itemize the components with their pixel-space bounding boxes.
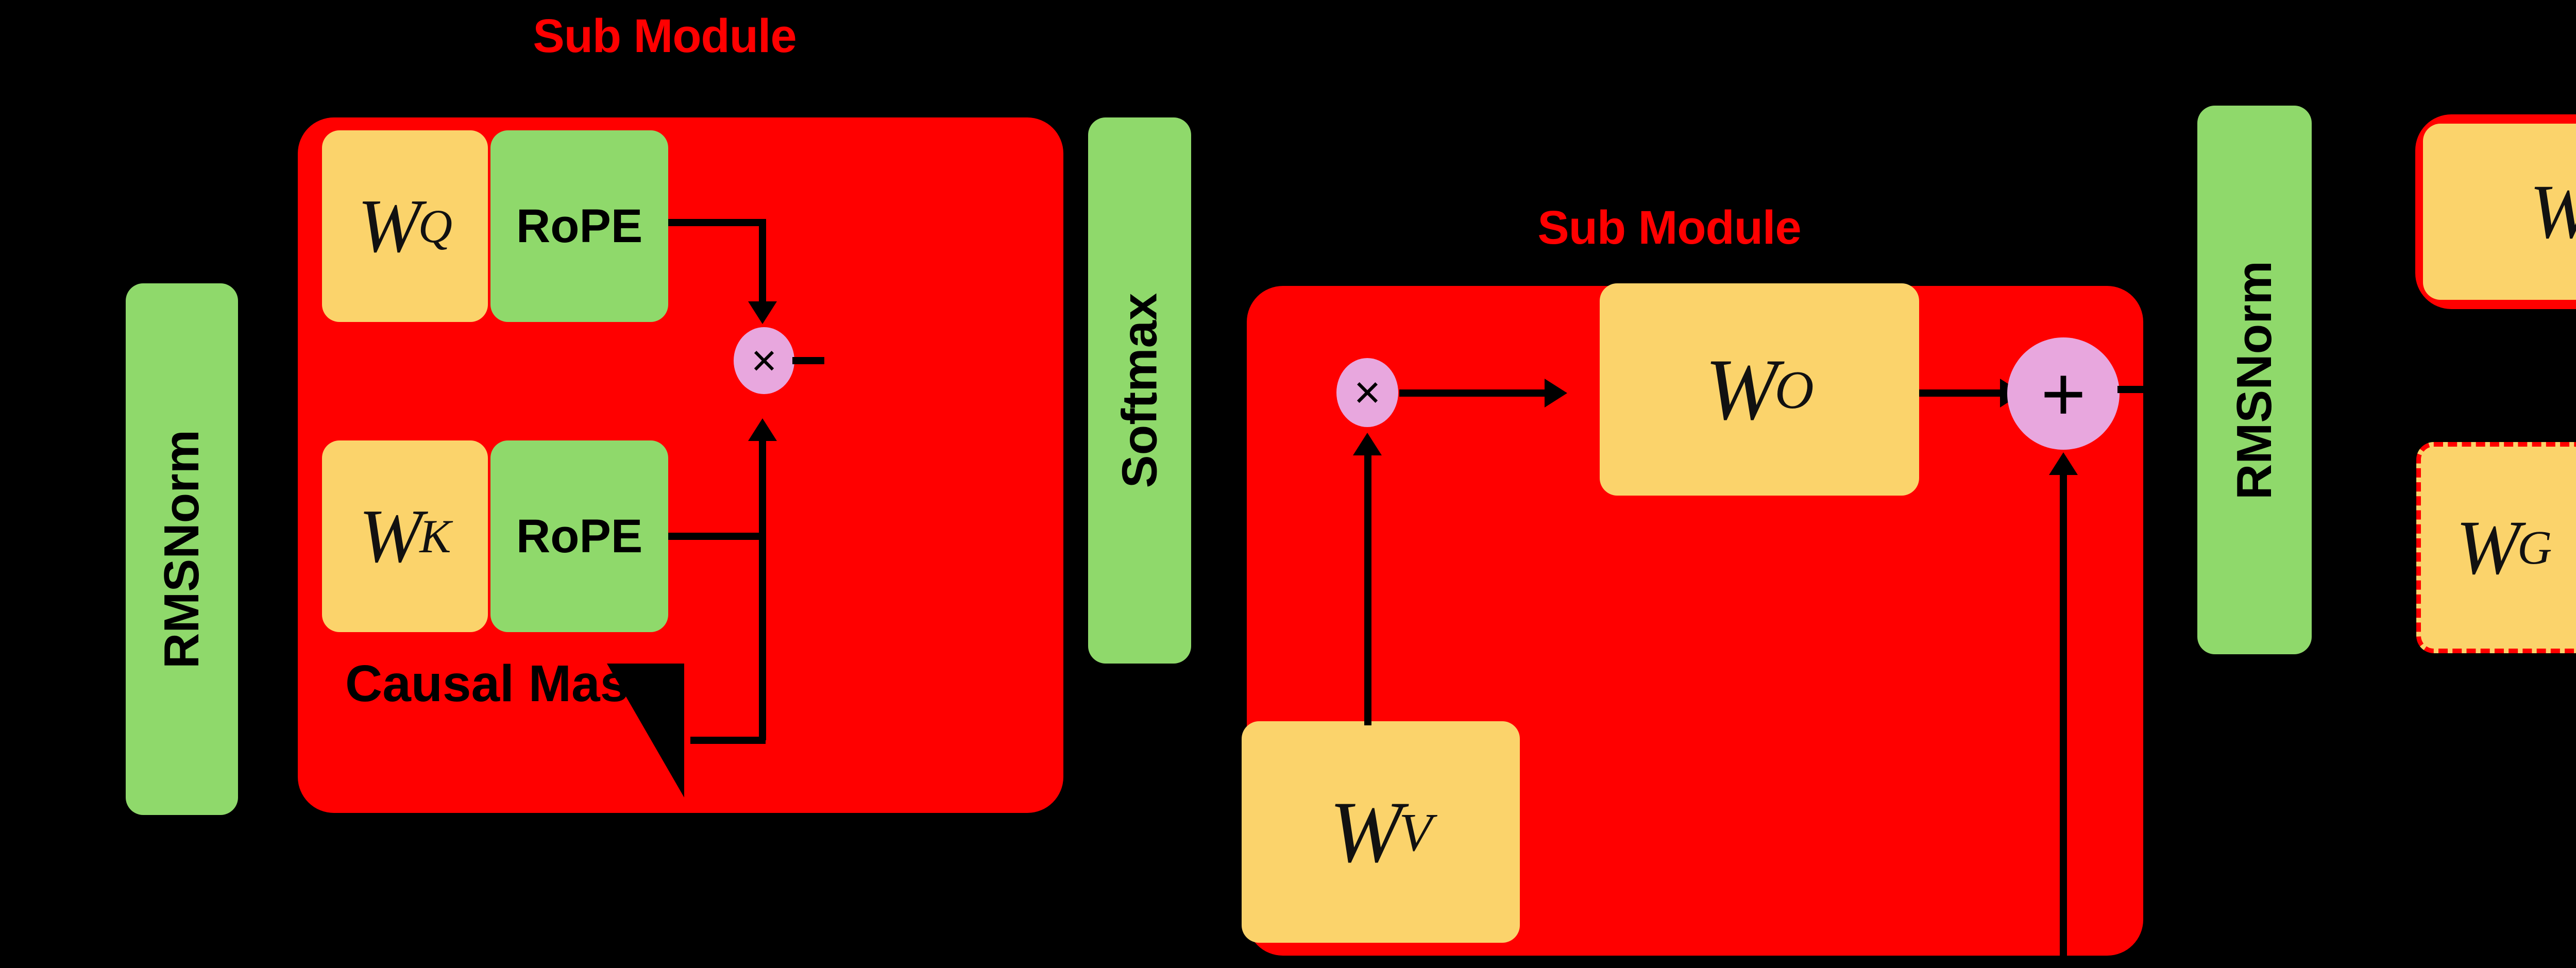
- rope-k-riser-vline: [759, 440, 766, 538]
- matmul-to-softmax-stub: [792, 357, 824, 364]
- residual-to-add-vline: [2060, 474, 2067, 958]
- output-add-node: +: [2007, 337, 2120, 450]
- wo-to-add-hline: [1919, 389, 2012, 397]
- wo-sub: O: [1774, 359, 1814, 420]
- rope-q-to-matmul-arrow: [748, 301, 777, 324]
- matmul-to-wo-arrow: [1545, 379, 1567, 407]
- rope-q-block: RoPE: [490, 130, 668, 322]
- wg-base: W: [2455, 505, 2520, 590]
- attention-matmul-symbol: ×: [751, 336, 777, 385]
- add-out-stub: [2117, 386, 2154, 393]
- wv-base: W: [1329, 783, 1402, 880]
- rope-k-block: RoPE: [490, 440, 668, 632]
- rope-q-label: RoPE: [516, 199, 643, 252]
- arrow-rmsnorm-to-wq-line: [258, 223, 302, 230]
- output-submodule-title: Sub Module: [1537, 201, 1801, 254]
- wv-sub: V: [1399, 802, 1432, 862]
- wk-base: W: [359, 494, 422, 579]
- wu-base: W: [2530, 167, 2576, 256]
- rmsnorm-pre-mlp-block: RMSNorm: [2197, 106, 2312, 654]
- softmax-label: Softmax: [1112, 293, 1167, 488]
- softmax-block: Softmax: [1088, 117, 1191, 664]
- matmul-to-wo-hline: [1399, 389, 1549, 397]
- residual-to-add-arrow: [2049, 452, 2078, 475]
- causal-mask-riser-vline: [759, 533, 766, 740]
- rmsnorm-pre-mlp-label: RMSNorm: [2227, 260, 2282, 500]
- wv-to-matmul-arrow: [1353, 433, 1382, 455]
- wq-sub: Q: [418, 200, 453, 252]
- wo-base: W: [1705, 341, 1778, 438]
- rmsnorm-pre-attention-block: RMSNorm: [126, 283, 238, 815]
- mlp-submodule-title: Sub Module: [2568, 0, 2576, 54]
- wu-block: WU: [2423, 124, 2576, 300]
- rope-k-out-hline: [668, 533, 766, 540]
- wg-sub: G: [2517, 521, 2552, 574]
- rope-q-out-vline: [759, 219, 766, 307]
- rope-k-label: RoPE: [516, 510, 643, 563]
- output-matmul-node: ×: [1336, 358, 1398, 427]
- attention-submodule-title: Sub Module: [533, 10, 796, 62]
- wq-base: W: [357, 184, 421, 268]
- rope-q-out-hline: [668, 219, 766, 226]
- wv-to-matmul-vline: [1364, 453, 1371, 725]
- causal-mask-label: Causal Mask: [345, 655, 657, 712]
- rope-k-to-matmul-arrow: [748, 418, 777, 441]
- wk-sub: K: [419, 510, 451, 563]
- arrow-rmsnorm-to-wk-line: [258, 534, 302, 541]
- output-matmul-symbol: ×: [1353, 367, 1381, 418]
- attention-matmul-node: ×: [734, 327, 794, 394]
- causal-mask-out-hline: [690, 737, 766, 744]
- output-add-symbol: +: [2041, 350, 2086, 437]
- rmsnorm-pre-attention-label: RMSNorm: [154, 429, 210, 669]
